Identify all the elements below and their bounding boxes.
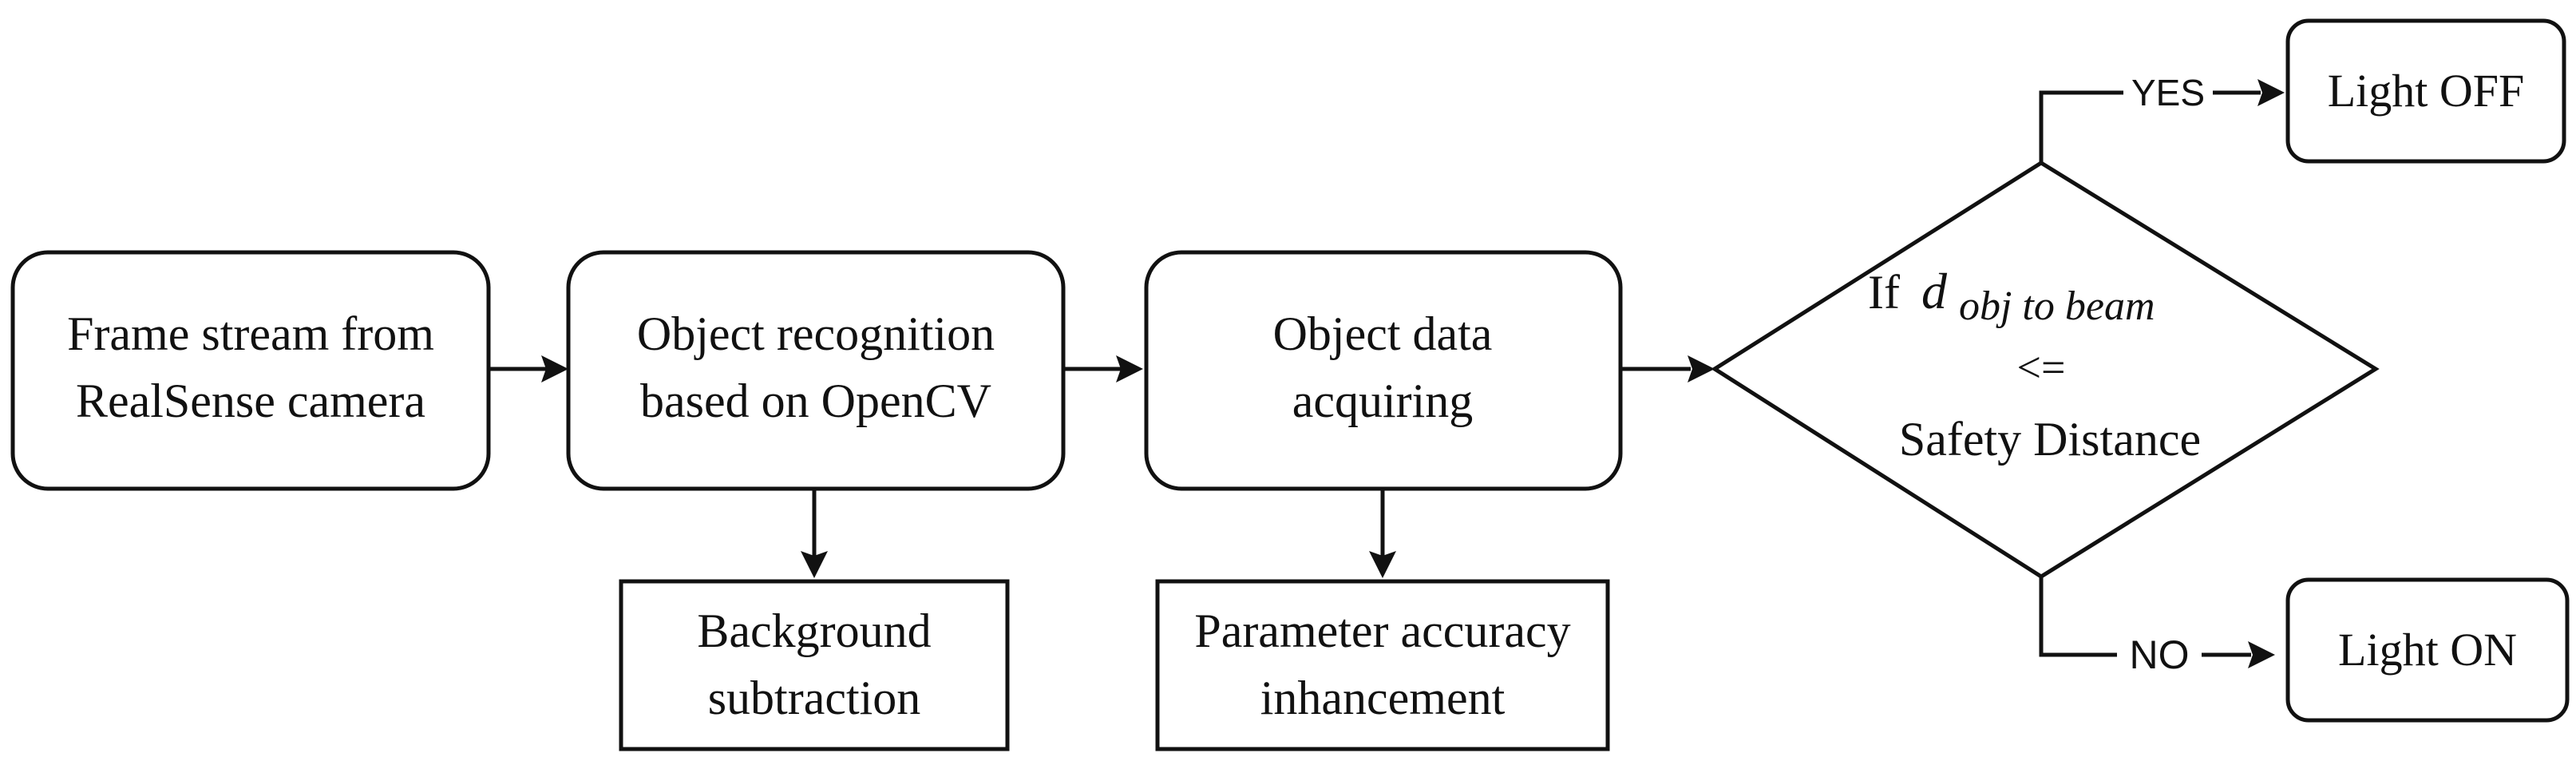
no-label: NO: [2130, 632, 2190, 677]
yes-label: YES: [2131, 72, 2205, 113]
frame-stream-line1: Frame stream from: [67, 307, 434, 360]
light-off-label: Light OFF: [2328, 65, 2525, 117]
arrowhead-data-to-decision: [1688, 355, 1715, 383]
object-data-line2: acquiring: [1292, 375, 1474, 427]
arrowhead-data-to-parameter: [1369, 551, 1396, 578]
decision-condition: If d obj to beam: [1868, 263, 2155, 329]
parameter-accuracy-line1: Parameter accuracy: [1194, 604, 1570, 657]
object-recognition-line2: based on OpenCV: [640, 375, 991, 427]
frame-stream-node: Frame stream from RealSense camera: [10, 250, 491, 491]
object-data-node: Object data acquiring: [1144, 250, 1623, 491]
light-on-node: Light ON: [2285, 577, 2570, 723]
arrowhead-no: [2248, 641, 2275, 668]
arrowhead-recognition-to-data: [1116, 355, 1143, 383]
decision-diamond: [1711, 161, 2380, 579]
background-subtraction-line2: subtraction: [708, 672, 921, 724]
arrowhead-yes: [2257, 79, 2285, 106]
edge-decision-no: [2039, 577, 2117, 657]
decision-threshold: Safety Distance: [1899, 413, 2201, 466]
background-subtraction-node: Background subtraction: [619, 579, 1010, 751]
light-on-label: Light ON: [2338, 624, 2517, 676]
decision-subscript: obj to beam: [1959, 283, 2155, 329]
edge-decision-yes: [2039, 90, 2123, 163]
background-subtraction-line1: Background: [697, 604, 931, 657]
decision-d-symbol: d: [1921, 263, 1948, 319]
object-recognition-node: Object recognition based on OpenCV: [566, 250, 1066, 491]
object-recognition-line1: Object recognition: [637, 307, 995, 360]
decision-if-word: If: [1868, 266, 1900, 319]
arrowhead-recognition-to-background: [801, 551, 828, 578]
decision-node: If d obj to beam <= Safety Distance: [1711, 161, 2380, 579]
object-data-line1: Object data: [1273, 307, 1493, 360]
connectors: [489, 79, 2285, 668]
light-off-node: Light OFF: [2285, 18, 2566, 164]
decision-operator: <=: [2017, 343, 2066, 391]
parameter-accuracy-line2: inhancement: [1260, 672, 1506, 724]
parameter-accuracy-node: Parameter accuracy inhancement: [1155, 579, 1610, 751]
arrowhead-frame-to-recognition: [541, 355, 568, 383]
frame-stream-line2: RealSense camera: [76, 375, 425, 427]
